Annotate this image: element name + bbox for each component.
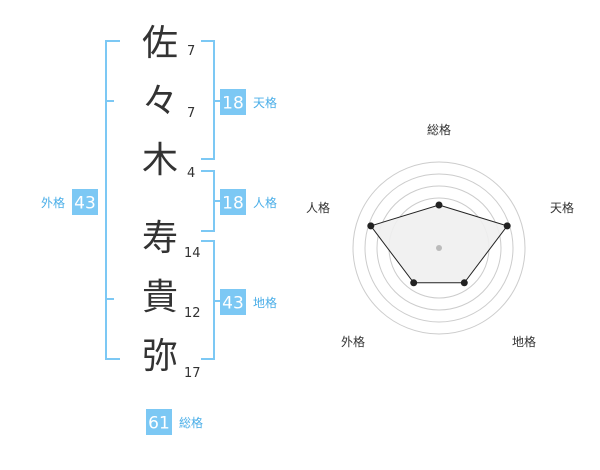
jinkaku-badge: 18 人格: [220, 189, 277, 215]
gaikaku-bracket: [105, 40, 120, 360]
name-char-2: 々: [142, 81, 178, 122]
soukaku-label: 総格: [179, 415, 203, 430]
radar-center-dot: [436, 245, 442, 251]
soukaku-value: 61: [148, 414, 170, 434]
radar-point-4: [410, 279, 418, 287]
stroke-count-2: 7: [187, 106, 195, 121]
name-char-5: 貴: [142, 277, 178, 318]
radar-ring-outer: [352, 161, 526, 335]
name-char-6: 弥: [142, 336, 178, 377]
stroke-count-1: 7: [187, 44, 195, 59]
radar-point-5: [367, 222, 375, 230]
radar-point-2: [503, 222, 511, 230]
radar-label-jinkaku: 人格: [306, 200, 330, 215]
stroke-count-4: 14: [184, 246, 201, 261]
radar-point-3: [460, 279, 468, 287]
chikaku-bracket: [201, 240, 220, 360]
tenkaku-label: 天格: [253, 95, 277, 110]
jinkaku-badge-box: [220, 189, 246, 215]
gaikaku-badge: 外格 43: [41, 189, 98, 215]
jinkaku-bracket: [201, 170, 220, 232]
jinkaku-label: 人格: [253, 195, 277, 210]
radar-polygon: [369, 204, 509, 284]
chikaku-label: 地格: [253, 295, 277, 310]
name-char-4: 寿: [142, 218, 178, 259]
stroke-count-6: 17: [184, 366, 201, 381]
radar-point-1: [435, 201, 443, 209]
chikaku-value: 43: [222, 294, 244, 314]
chikaku-badge-box: [220, 289, 246, 315]
radar-ring-2: [364, 173, 514, 323]
radar-marks: [367, 201, 511, 287]
tenkaku-bracket: [201, 40, 220, 160]
tenkaku-value: 18: [222, 94, 244, 114]
stroke-count-5: 12: [184, 306, 201, 321]
radar-label-gaikaku: 外格: [341, 334, 365, 349]
radar-ring-3: [376, 185, 502, 311]
radar-label-tenkaku: 天格: [550, 200, 574, 215]
name-characters: 佐 々 木 寿 貴 弥: [142, 23, 178, 377]
name-char-1: 佐: [142, 23, 178, 64]
tenkaku-badge-box: [220, 89, 246, 115]
gaikaku-badge-box: [72, 189, 98, 215]
fortune-radar-chart: 総格 天格 地格 外格 人格: [306, 122, 574, 349]
stroke-counts: 7 7 4 14 12 17: [184, 44, 201, 381]
gaikaku-label: 外格: [41, 195, 65, 210]
chikaku-badge: 43 地格: [220, 289, 277, 315]
radar-label-chikaku: 地格: [512, 334, 536, 349]
tenkaku-badge: 18 天格: [220, 89, 277, 115]
stroke-count-3: 4: [187, 166, 195, 181]
soukaku-badge-box: [146, 409, 172, 435]
radar-label-soukaku: 総格: [427, 122, 451, 137]
soukaku-badge: 61 総格: [146, 409, 203, 435]
gaikaku-value: 43: [74, 194, 96, 214]
name-char-3: 木: [142, 140, 178, 181]
jinkaku-value: 18: [222, 194, 244, 214]
